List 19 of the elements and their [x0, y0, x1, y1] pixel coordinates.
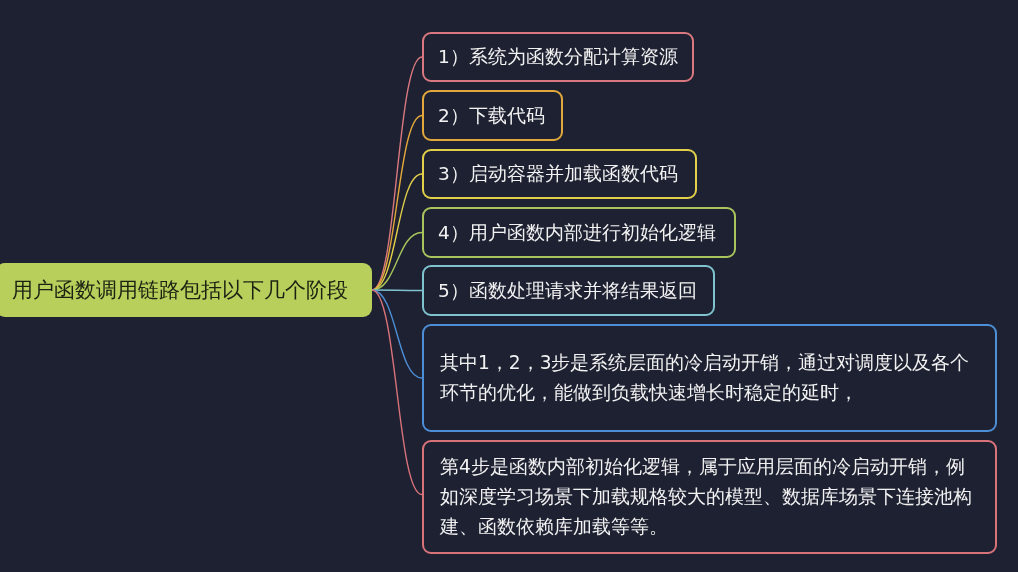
note-text: 其中1，2，3步是系统层面的冷启动开销，通过对调度以及各个环节的优化，能做到负载快速增长时稳定的延时，	[440, 351, 971, 405]
topic-text: 用户函数调用链路包括以下几个阶段	[12, 278, 348, 302]
branch-line	[371, 289, 423, 496]
step-text: 2）下载代码	[438, 103, 545, 128]
note-text: 第4步是函数内部初始化逻辑，属于应用层面的冷启动开销，例如深度学习场景下加载规格较大的模型、数据库场景下连接池构建、函数依赖库加载等等。	[440, 455, 973, 539]
branch-line	[371, 289, 423, 292]
note-box	[422, 440, 997, 554]
step-text: 5）函数处理请求并将结果返回	[438, 278, 697, 303]
step-text: 3）启动容器并加载函数代码	[438, 162, 678, 186]
step-text: 1）系统为函数分配计算资源	[438, 45, 678, 69]
step-text: 4）用户函数内部进行初始化逻辑	[438, 220, 716, 245]
topic-box	[422, 32, 694, 82]
topic-box	[422, 207, 736, 258]
central-topic-box	[0, 263, 372, 317]
topic-box	[422, 265, 715, 316]
topic-box	[422, 90, 563, 141]
topic-box	[422, 149, 697, 199]
branch-line	[371, 114, 423, 291]
note-box	[422, 324, 997, 432]
